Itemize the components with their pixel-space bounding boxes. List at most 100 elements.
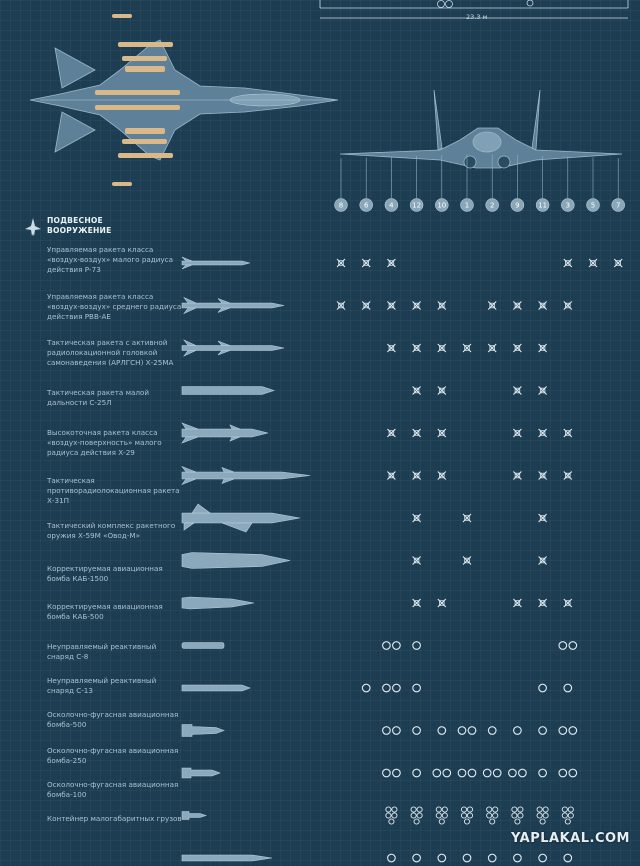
hardpoint-badge-8: 8 [334,198,348,212]
circle-marker [437,853,447,863]
cross-marker [437,428,447,438]
cross-marker [437,386,447,395]
weapon-label: Тактическая противорадиолокационная раке… [47,476,180,505]
circle-marker [513,853,522,863]
cluster-marker [511,806,524,825]
circle-marker [387,853,396,863]
weapon-label: Тактический комплекс ракетного оружия Х-… [47,521,176,540]
hardpoint-badge-10: 10 [435,198,449,212]
weapon-label: Высокоточная ракета класса «воздух-повер… [47,428,162,457]
section-title-line1: ПОДВЕСНОЕ [47,216,103,225]
weapon-label: Неуправляемый реактивный снаряд С-13 [47,676,157,695]
hardpoint-number: 4 [389,202,394,210]
circle-marker [382,726,391,735]
section-title-line2: ВООРУЖЕНИЕ [47,226,112,235]
cross-marker [513,598,522,608]
circle-marker [518,768,527,778]
hardpoint-leader-lines [340,154,619,198]
cross-marker [538,301,547,310]
cross-marker [462,513,472,523]
hardpoint-badge-1: 1 [460,198,474,212]
bomb-finned-small-icon [181,767,221,779]
circle-marker [442,768,452,778]
circle-marker [538,683,547,693]
missile-small-icon [181,256,251,270]
bomb-large-icon [181,552,291,569]
missile-heavy-icon [181,422,269,444]
circle-marker [538,853,547,863]
cluster-marker [486,806,499,825]
weapon-label: Управляемая ракета класса «воздух-воздух… [47,292,182,321]
hardpoint-badge-6: 6 [359,198,373,212]
hardpoint-number: 10 [437,202,446,210]
cross-marker [462,556,472,565]
cross-marker [336,258,346,268]
bomb-finned-icon [181,724,225,737]
rocket-long-icon [181,386,275,395]
rocket-pod-long-icon [181,684,251,692]
circle-marker [558,768,568,778]
circle-marker [467,726,477,735]
circle-marker [563,683,573,693]
cross-marker [513,343,522,353]
missile-medium-icon [181,296,285,315]
cross-marker [538,386,547,395]
cross-marker [538,471,547,480]
hardpoint-number: 1 [465,202,469,210]
cross-marker [412,386,421,395]
cross-marker [437,598,447,608]
weapon-label: Тактическая ракета с активной радиолокац… [47,338,174,367]
cluster-marker [536,806,549,825]
hardpoint-number: 7 [616,202,620,210]
cross-marker [613,258,623,268]
dimension-bracket [319,0,629,19]
cluster-marker [460,806,474,825]
circle-marker [568,768,578,778]
hardpoint-badge-12: 12 [409,198,424,212]
hardpoint-badge-3: 3 [561,198,575,212]
circle-marker [487,853,497,863]
cross-marker [513,428,522,438]
cross-marker [387,428,396,438]
hardpoint-badge-7: 7 [611,198,625,212]
weapon-label: Контейнер малогабаритных грузов [47,814,182,823]
circle-marker [392,726,401,735]
cross-marker [387,258,396,268]
cross-marker [412,428,421,438]
cluster-marker [435,806,448,825]
hardpoint-number: 3 [566,202,570,210]
hardpoint-number: 12 [412,202,421,210]
cross-marker [513,471,522,480]
aircraft-top-view [29,39,339,161]
cross-marker [361,258,371,268]
cross-marker [563,301,573,310]
circle-marker [558,726,568,735]
cross-marker [563,428,573,438]
circle-marker [457,726,467,735]
circle-marker [513,726,522,735]
cross-marker [412,471,421,480]
cross-marker [387,471,396,480]
circle-marker [467,768,477,778]
hardpoint-badge-5: 5 [586,198,600,212]
weapon-label: Корректируемая авиационная бомба КАБ-150… [47,564,163,583]
rocket-pod-icon [181,642,225,649]
circle-marker [412,641,421,650]
weapon-label: Осколочно-фугасная авиационная бомба-500 [47,710,179,729]
cross-marker [412,513,421,523]
circle-marker [392,641,401,650]
circle-marker [558,641,568,650]
hardpoint-badge-9: 9 [510,198,525,212]
bomb-finned-tiny-icon [181,811,207,820]
cross-marker [538,343,547,353]
hardpoint-number: 11 [538,202,547,210]
cross-marker [387,301,396,310]
cross-marker [387,343,396,353]
circle-marker [457,768,467,778]
weapon-label: Управляемая ракета класса «воздух-воздух… [47,245,174,274]
missile-medium-icon [181,339,285,357]
cross-marker [538,428,547,438]
circle-marker [492,768,502,778]
circle-marker [412,768,421,778]
